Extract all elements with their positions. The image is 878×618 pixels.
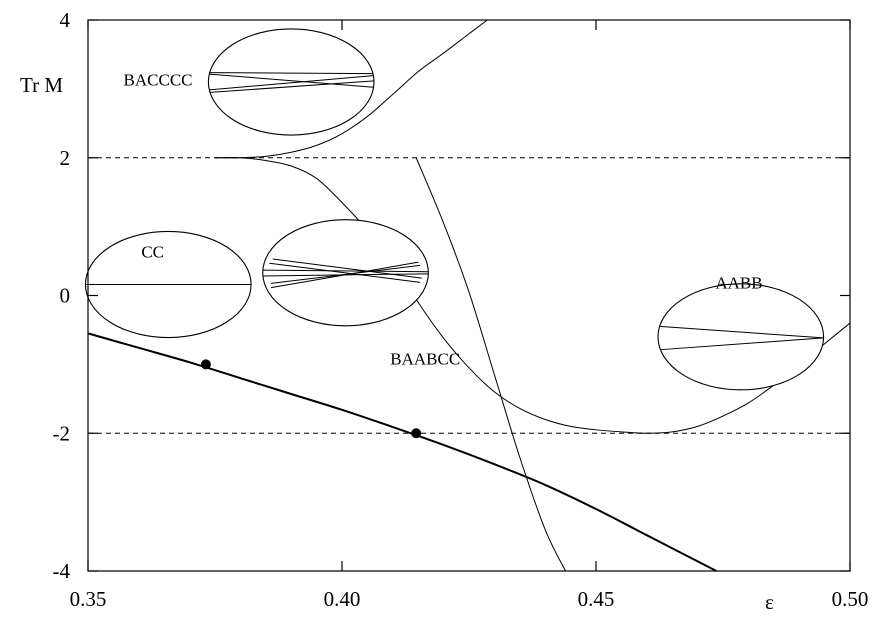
y-tick-label-0: -4 <box>53 559 71 583</box>
y-tick-label-3: 2 <box>60 146 71 170</box>
x-tick-label-3: 0.50 <box>832 587 869 611</box>
inset-chord-baabcc-2 <box>272 258 422 279</box>
annotation-aabb: AABB <box>715 274 762 293</box>
inset-chord-bacccc-3 <box>209 80 375 93</box>
inset-outline-aabb <box>657 283 825 391</box>
x-tick-label-2: 0.45 <box>578 587 615 611</box>
series-line-steep <box>415 157 566 572</box>
x-tick-labels: 0.35 0.40 0.45 0.50 <box>70 587 869 611</box>
inset-chord-bacccc-2 <box>209 75 374 91</box>
inset-cc <box>84 230 252 339</box>
inset-bacccc <box>207 28 375 136</box>
inset-chord-aabb-1 <box>660 337 824 351</box>
annotation-cc: CC <box>141 243 164 262</box>
annotation-bacccc: BACCCC <box>124 70 193 89</box>
y-tick-label-4: 4 <box>60 8 71 32</box>
y-axis-label: Tr M <box>20 73 63 97</box>
inset-chord-bacccc-0 <box>209 72 373 75</box>
y-tick-label-1: -2 <box>53 421 71 445</box>
inset-chord-baabcc-5 <box>270 261 419 289</box>
y-tick-label-2: 0 <box>60 284 71 308</box>
annotation-baabcc: BAABCC <box>390 349 460 368</box>
inset-outline-bacccc <box>207 28 375 136</box>
y-tick-labels: -4 -2 0 2 4 <box>53 8 71 583</box>
inset-baabcc <box>262 219 429 327</box>
inset-chord-baabcc-0 <box>262 269 429 273</box>
tick-marks <box>87 19 851 572</box>
inset-aabb <box>657 283 825 391</box>
series-line-bacccc <box>214 19 488 159</box>
data-point-0 <box>200 359 211 370</box>
series-layer <box>87 19 851 572</box>
insets-layer <box>84 28 825 391</box>
inset-chord-bacccc-1 <box>209 73 374 88</box>
inset-chord-aabb-0 <box>659 325 824 339</box>
series-line-baabcc <box>214 157 851 434</box>
x-tick-label-1: 0.40 <box>324 587 361 611</box>
series-line-cc <box>87 332 717 572</box>
markers-layer <box>200 359 422 439</box>
x-axis-label: ε <box>765 590 774 614</box>
data-point-1 <box>411 428 422 439</box>
annotations: BACCCC CC BAABCC AABB <box>124 70 763 368</box>
x-tick-label-0: 0.35 <box>70 587 107 611</box>
inset-chord-baabcc-4 <box>269 262 421 283</box>
